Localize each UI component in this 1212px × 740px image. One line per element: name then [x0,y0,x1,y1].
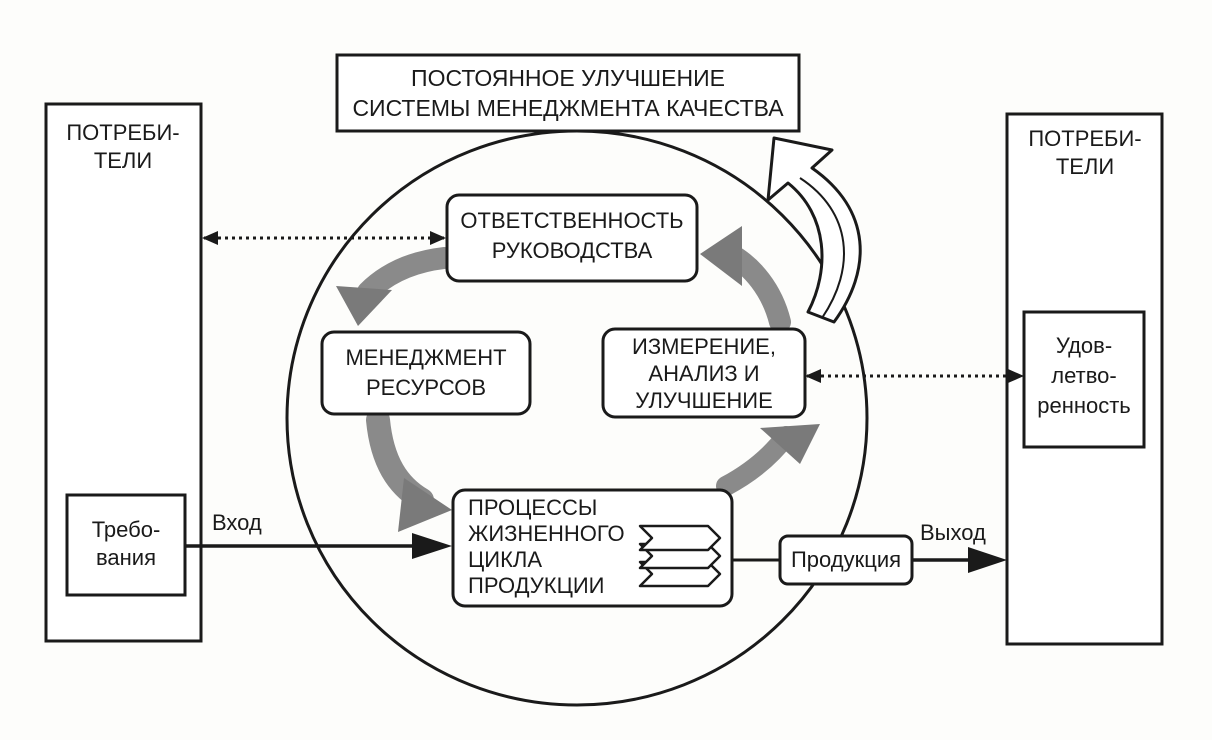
customers-left-panel: ПОТРЕБИ- ТЕЛИ Требо- вания [44,102,203,643]
flow-arrow-responsibility-to-resources [336,247,455,326]
requirements-line-1: Требо- [92,517,161,542]
product-label: Продукция [791,547,901,572]
customers-right-line-1: ПОТРЕБИ- [1028,126,1141,151]
flow-arrow-processes-to-measurement [716,424,820,496]
flow-arrow-measurement-to-responsibility [700,226,791,333]
resource-management-box: МЕНЕДЖМЕНТ РЕСУРСОВ [320,330,532,416]
output-label: Выход [920,520,986,545]
title-box: ПОСТОЯННОЕ УЛУЧШЕНИЕ СИСТЕМЫ МЕНЕДЖМЕНТА… [335,53,801,133]
customers-right-line-2: ТЕЛИ [1056,154,1114,179]
product-realization-box: ПРОЦЕССЫ ЖИЗНЕННОГО ЦИКЛА ПРОДУКЦИИ [451,488,734,608]
product-box: Продукция [778,534,914,586]
process-circle [285,129,869,707]
satisfaction-line-2: летво- [1051,363,1116,388]
satisfaction-line-1: Удов- [1056,333,1112,358]
resources-line-1: МЕНЕДЖМЕНТ [345,345,506,370]
measurement-analysis-box: ИЗМЕРЕНИЕ, АНАЛИЗ И УЛУЧШЕНИЕ [601,327,807,419]
management-responsibility-box: ОТВЕТСТВЕННОСТЬ РУКОВОДСТВА [445,193,699,283]
input-arrow: Вход [185,510,452,559]
customers-right-panel: ПОТРЕБИ- ТЕЛИ Удов- летво- ренность [1005,112,1164,646]
title-line-2: СИСТЕМЫ МЕНЕДЖМЕНТА КАЧЕСТВА [352,95,784,121]
processes-line-2: ЖИЗНЕННОГО [468,521,625,546]
input-label: Вход [212,510,262,535]
process-chevrons-icon [638,524,722,588]
customers-left-line-2: ТЕЛИ [94,148,152,173]
title-line-1: ПОСТОЯННОЕ УЛУЧШЕНИЕ [411,65,725,91]
satisfaction-line-3: ренность [1037,393,1131,418]
processes-line-1: ПРОЦЕССЫ [468,495,597,520]
flow-arrow-resources-to-processes [366,408,452,532]
measurement-line-3: УЛУЧШЕНИЕ [635,388,773,413]
processes-line-3: ЦИКЛА [468,547,542,572]
requirements-line-2: вания [96,545,156,570]
output-arrow: Выход [912,520,1007,573]
resources-line-2: РЕСУРСОВ [366,375,486,400]
customers-left-line-1: ПОТРЕБИ- [66,120,179,145]
processes-line-4: ПРОДУКЦИИ [468,573,604,598]
measurement-line-1: ИЗМЕРЕНИЕ, [632,334,776,359]
improvement-arrow [766,136,862,324]
responsibility-line-1: ОТВЕТСТВЕННОСТЬ [460,208,683,233]
measurement-line-2: АНАЛИЗ И [648,361,759,386]
responsibility-line-2: РУКОВОДСТВА [492,238,653,263]
